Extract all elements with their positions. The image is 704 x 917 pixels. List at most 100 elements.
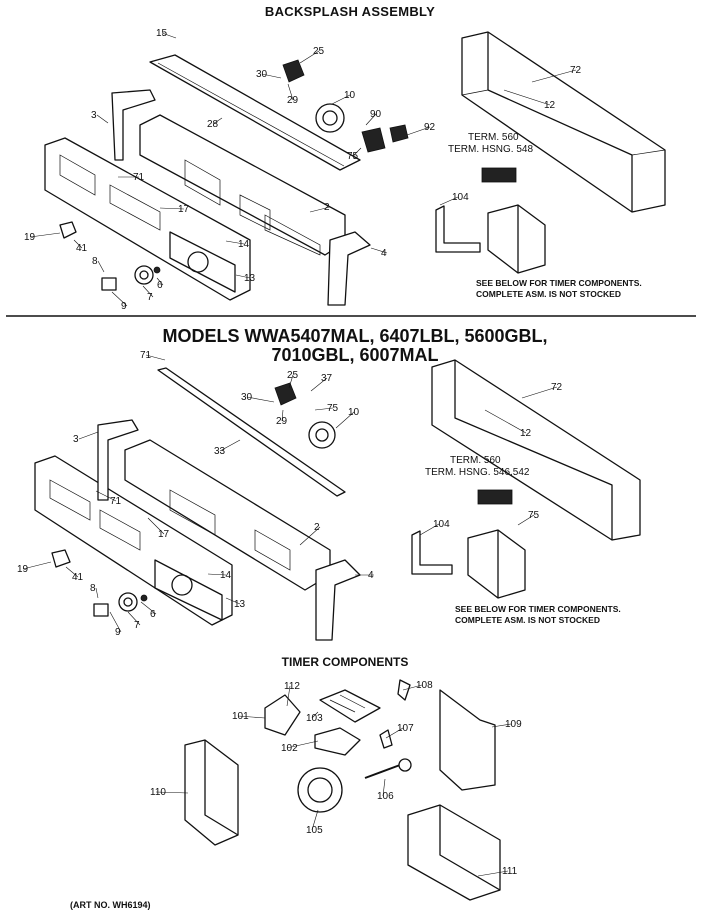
callout-middle-6: 6: [150, 609, 156, 620]
callout-leader: [288, 374, 294, 389]
callout-top-15: 15: [156, 28, 168, 39]
callout-leader: [299, 526, 321, 546]
timer-components-title: TIMER COMPONENTS: [281, 655, 409, 669]
top-left-endcap: [111, 89, 156, 161]
callout-timer-109: 109: [505, 719, 522, 730]
callout-leader: [65, 566, 79, 578]
callout-middle-25: 25: [287, 370, 299, 381]
callout-leader: [477, 870, 509, 877]
callout-leader: [385, 727, 404, 739]
callout-middle-4: 4: [368, 570, 374, 581]
mid-right-endcap: [315, 559, 361, 641]
timer-note-middle-line2: COMPLETE ASM. IS NOT STOCKED: [455, 615, 600, 625]
callout-middle-2: 2: [314, 522, 320, 533]
mid-bracket-104: [411, 530, 453, 575]
callout-leader: [503, 89, 551, 106]
callout-leader: [299, 50, 320, 64]
callout-leader: [142, 285, 154, 298]
callout-top-4: 4: [381, 248, 387, 259]
mid-escutcheon: [154, 559, 223, 621]
callout-middle-12: 12: [520, 428, 532, 439]
top-switch: [282, 59, 305, 83]
timer-spring-107: [379, 729, 393, 749]
backsplash-assembly-title: BACKSPLASH ASSEMBLY: [264, 4, 436, 19]
mid-knob-8: [93, 603, 109, 617]
callout-leader: [286, 740, 319, 749]
callout-top-25: 25: [313, 46, 325, 57]
callout-leader: [406, 126, 431, 136]
mid-knob-19: [51, 549, 71, 568]
timer-components-group: [184, 679, 501, 901]
callout-leader: [97, 260, 105, 273]
timer-note-top: SEE BELOW FOR TIMER COMPONENTS. COMPLETE…: [476, 278, 642, 300]
callout-timer-107: 107: [397, 723, 414, 734]
callout-leader: [207, 573, 227, 576]
callout-leader: [287, 83, 294, 101]
callout-leader: [286, 685, 291, 707]
mid-timer-box: [467, 529, 526, 599]
callout-leader: [517, 514, 535, 526]
callout-leader: [439, 196, 459, 206]
callout-timer-101: 101: [232, 711, 249, 722]
art-number: (ART NO. WH6194): [70, 900, 151, 910]
callout-leader: [95, 587, 99, 599]
callout-top-104: 104: [452, 192, 469, 203]
top-timer-box: [487, 204, 546, 274]
callout-middle-72: 72: [551, 382, 563, 393]
top-knob-19: [59, 221, 77, 239]
callout-leader: [419, 523, 440, 536]
timer-note-top-line2: COMPLETE ASM. IS NOT STOCKED: [476, 289, 621, 299]
mid-left-endcap: [97, 419, 139, 501]
callout-middle-41: 41: [72, 572, 84, 583]
callout-timer-112: 112: [284, 681, 300, 692]
top-timer-motor: [315, 103, 345, 133]
callout-top-72: 72: [570, 65, 582, 76]
callout-leader: [365, 113, 377, 126]
callout-top-9: 9: [121, 301, 127, 312]
top-terminal-housing-label: TERM. HSNG. 548: [448, 144, 533, 155]
callout-leader: [402, 684, 423, 691]
callout-leader: [309, 206, 331, 213]
callout-middle-7: 7: [134, 620, 140, 631]
callout-middle-19: 19: [17, 564, 29, 575]
callout-middle-37: 37: [321, 373, 333, 384]
top-escutcheon: [169, 231, 236, 293]
callout-leader: [311, 809, 319, 831]
callout-top-30: 30: [256, 69, 268, 80]
top-terminal-block: [481, 167, 517, 183]
mid-terminal-housing-label: TERM. HSNG. 546,542: [425, 467, 530, 478]
mid-switch: [274, 382, 297, 406]
callout-leader: [212, 117, 223, 125]
callout-top-8: 8: [92, 256, 98, 267]
callout-leader: [225, 597, 241, 605]
callout-leader: [73, 239, 83, 249]
callout-middle-104: 104: [433, 519, 450, 530]
callout-leader: [335, 411, 355, 429]
callout-leader: [159, 207, 185, 210]
timer-contact-103: [319, 689, 381, 723]
callout-top-90: 90: [370, 109, 382, 120]
top-backsplash-group: [44, 31, 666, 306]
callout-leader: [235, 274, 251, 279]
callout-middle-75: 75: [327, 403, 339, 414]
callout-leader: [281, 409, 284, 422]
callout-leader: [310, 377, 328, 392]
callout-leader: [237, 715, 266, 719]
timer-cam-101: [264, 694, 301, 736]
callout-leader: [78, 431, 99, 440]
callout-top-19: 19: [24, 232, 36, 243]
mid-trim-strip: [157, 367, 346, 497]
callout-leader: [314, 407, 334, 411]
callout-middle-8: 8: [90, 583, 96, 594]
callout-top-71: 71: [133, 172, 145, 183]
callout-top-14: 14: [238, 239, 250, 250]
callout-leader: [521, 386, 558, 399]
callout-leader: [531, 69, 577, 83]
timer-shaft-106: [364, 764, 401, 779]
callout-leader: [161, 32, 177, 39]
callout-leader: [219, 439, 241, 452]
callout-leader: [225, 240, 245, 245]
callout-leader: [484, 409, 527, 434]
callout-timer-102: 102: [281, 743, 298, 754]
